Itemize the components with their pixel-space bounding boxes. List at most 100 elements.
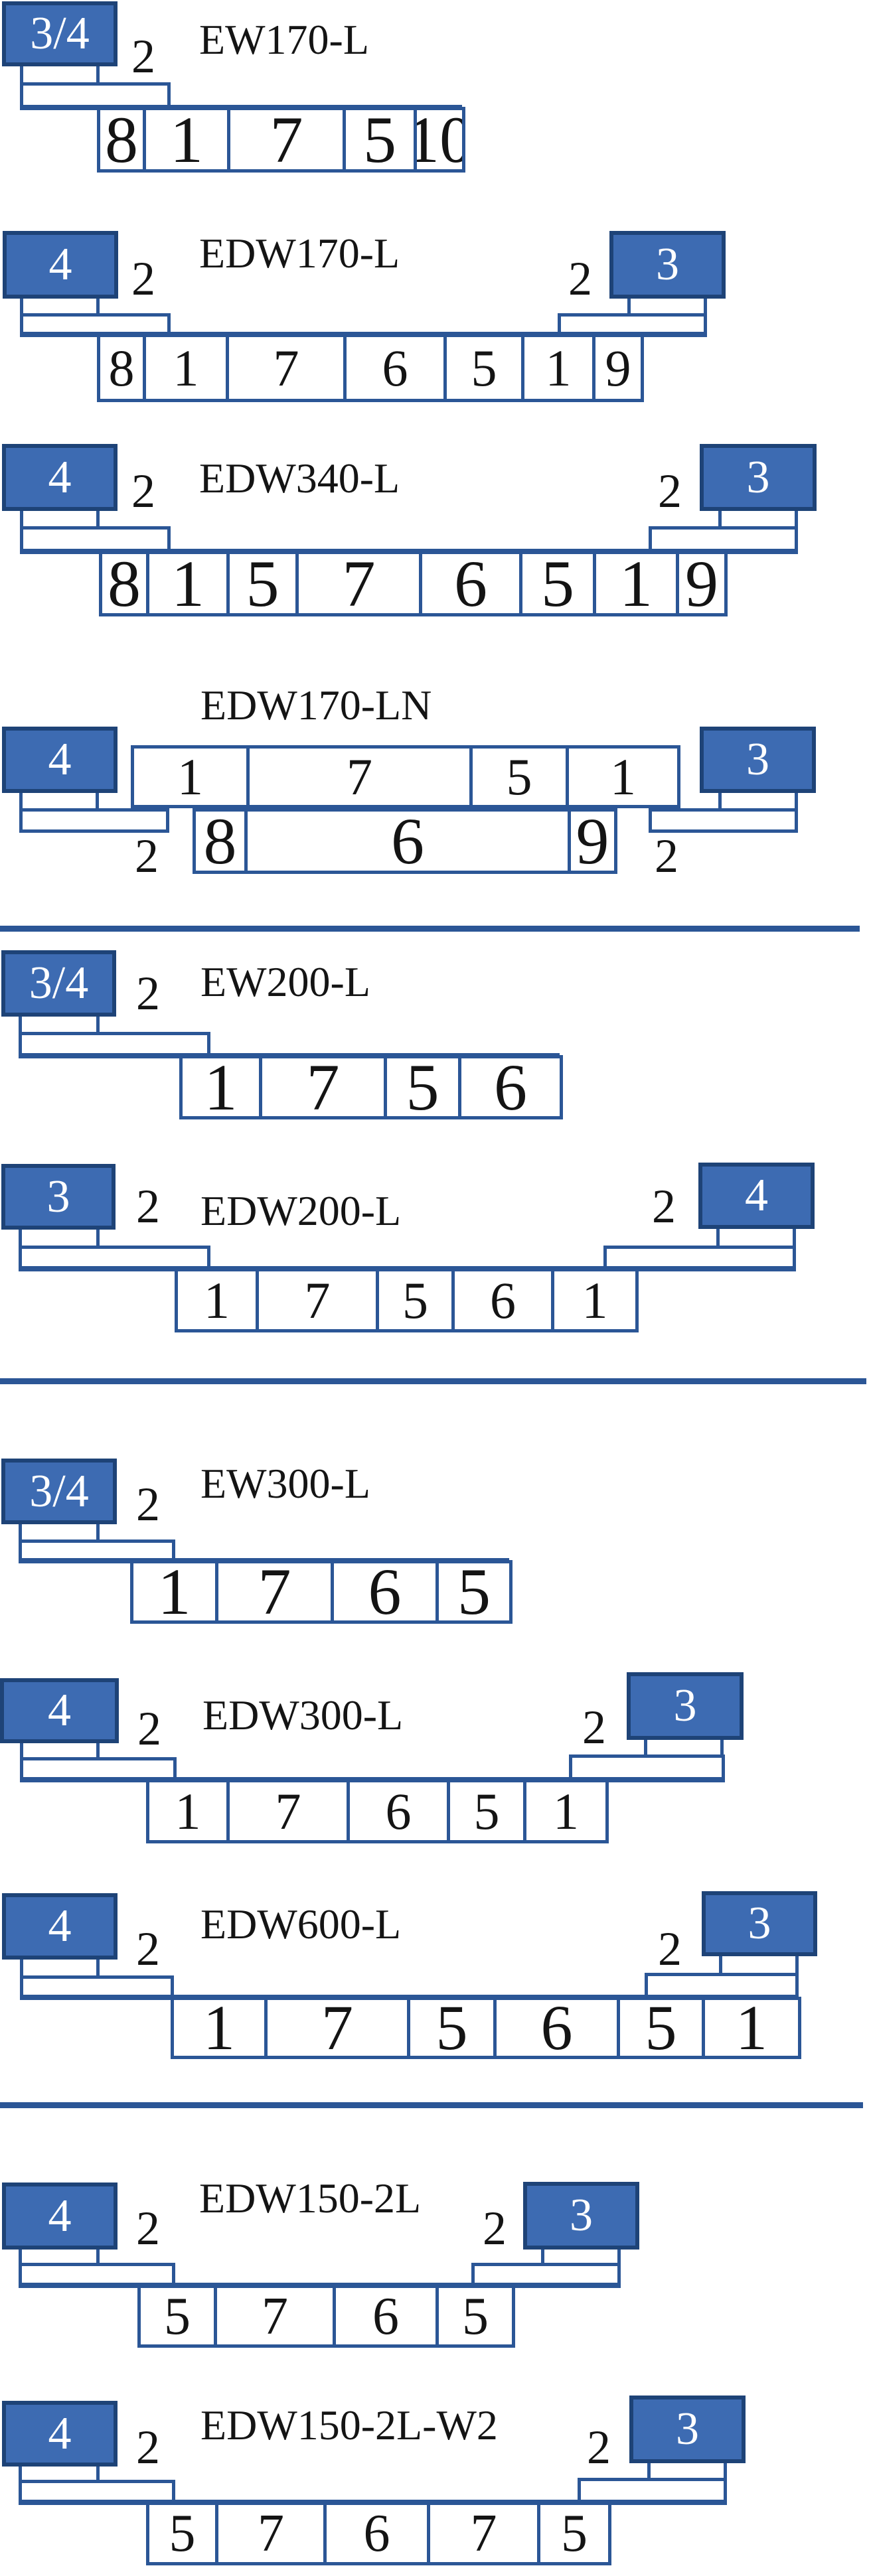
cell: 1 <box>566 745 680 808</box>
module-label: 3 <box>746 734 769 785</box>
step-box <box>19 2480 175 2503</box>
cell-label: 1 <box>175 1782 201 1840</box>
spacing-label: 2 <box>587 2421 611 2474</box>
diagram-title: EDW150-2L-W2 <box>200 2401 498 2449</box>
module-label: 3/4 <box>29 1465 89 1517</box>
cell: 5 <box>435 1560 513 1624</box>
cell-label: 9 <box>605 338 631 397</box>
module-box: 4 <box>0 1678 119 1743</box>
cell-label: 1 <box>173 338 199 397</box>
cell-label: 1 <box>171 551 204 616</box>
cell-label: 1 <box>157 1560 191 1624</box>
cell: 6 <box>244 808 571 874</box>
cell-label: 1 <box>553 1782 579 1840</box>
spacing-label: 2 <box>658 1922 682 1975</box>
cell: 6 <box>419 551 522 616</box>
diagram-title: EDW340-L <box>199 455 400 502</box>
cell: 1 <box>523 1779 609 1843</box>
cell-label: 8 <box>203 808 237 874</box>
cell-label: 1 <box>545 338 572 397</box>
cell-label: 7 <box>304 1271 331 1329</box>
module-box: 3 <box>702 1891 817 1956</box>
module-box: 4 <box>698 1163 815 1229</box>
module-box: 3 <box>609 231 726 299</box>
cell-label: 5 <box>246 551 279 616</box>
module-box: 3/4 <box>2 1 118 66</box>
module-box: 4 <box>2 2401 118 2467</box>
cell: 8 <box>193 808 248 874</box>
cell: 7 <box>295 551 422 616</box>
diagram-title: EDW170-LN <box>200 681 432 729</box>
spacing-label: 2 <box>136 2421 160 2474</box>
module-box: 4 <box>2 444 118 511</box>
module-box: 3 <box>627 1672 744 1740</box>
cell: 9 <box>676 551 728 616</box>
cell: 6 <box>347 1779 450 1843</box>
cell-label: 5 <box>561 2504 588 2563</box>
cell-label: 7 <box>306 1055 340 1119</box>
cell-label: 5 <box>164 2287 191 2346</box>
cell-label: 6 <box>391 808 424 874</box>
module-label: 3 <box>673 1680 697 1731</box>
module-label: 3/4 <box>30 8 90 59</box>
spacing-label: 2 <box>483 2202 507 2255</box>
cell: 5 <box>226 551 299 616</box>
cell-label: 1 <box>610 747 636 806</box>
cell-label: 6 <box>454 551 487 616</box>
module-label: 3 <box>46 1171 70 1222</box>
cell: 1 <box>143 334 229 402</box>
step-box <box>20 526 171 552</box>
cell: 7 <box>256 1268 379 1332</box>
step-box <box>19 808 169 833</box>
step-box <box>19 1246 210 1269</box>
module-label: 4 <box>48 734 72 785</box>
cell: 7 <box>214 2285 336 2348</box>
step-box <box>645 1973 799 1998</box>
module-box: 3 <box>1 1164 116 1230</box>
cell-label: 5 <box>169 2504 196 2563</box>
cell-label: 5 <box>402 1271 428 1329</box>
step-box <box>603 1246 796 1269</box>
cell-label: 5 <box>506 747 532 806</box>
cell-label: 6 <box>494 1055 527 1119</box>
cell: 5 <box>443 334 524 402</box>
step-box <box>649 526 798 552</box>
cell-label: 7 <box>258 2504 284 2563</box>
cell-label: 7 <box>262 2287 288 2346</box>
cell-label: 7 <box>321 1997 353 2059</box>
cell: 7 <box>226 334 347 402</box>
cell: 7 <box>215 2502 327 2565</box>
step-box <box>471 2263 621 2286</box>
cell-label: 5 <box>541 551 574 616</box>
step-box <box>20 82 171 108</box>
spacing-label: 2 <box>136 1180 160 1233</box>
cell-label: 9 <box>576 808 609 874</box>
spacing-label: 2 <box>136 1922 160 1975</box>
diagram-title: EDW200-L <box>200 1187 402 1234</box>
cell-label: 7 <box>347 747 372 806</box>
cell: 5 <box>146 2502 218 2565</box>
module-box: 4 <box>2 727 118 793</box>
cell: 1 <box>143 107 230 173</box>
cell-label: 5 <box>363 107 396 173</box>
cell: 5 <box>519 551 596 616</box>
module-box: 4 <box>3 231 118 299</box>
diagram-title: EDW600-L <box>200 1900 402 1948</box>
section-divider <box>0 2102 863 2108</box>
module-label: 3 <box>656 239 679 290</box>
step-box <box>20 1975 174 1998</box>
module-label: 3/4 <box>29 958 89 1009</box>
module-box: 4 <box>2 1893 118 1960</box>
cell: 5 <box>343 107 417 173</box>
cell-label: 5 <box>462 2287 489 2346</box>
spacing-label: 2 <box>131 252 155 305</box>
module-box: 3 <box>629 2396 746 2463</box>
cell-label: 8 <box>108 338 135 397</box>
cell-label: 7 <box>258 1560 291 1624</box>
module-box: 3/4 <box>1 1459 117 1524</box>
cell-label: 5 <box>471 338 497 397</box>
